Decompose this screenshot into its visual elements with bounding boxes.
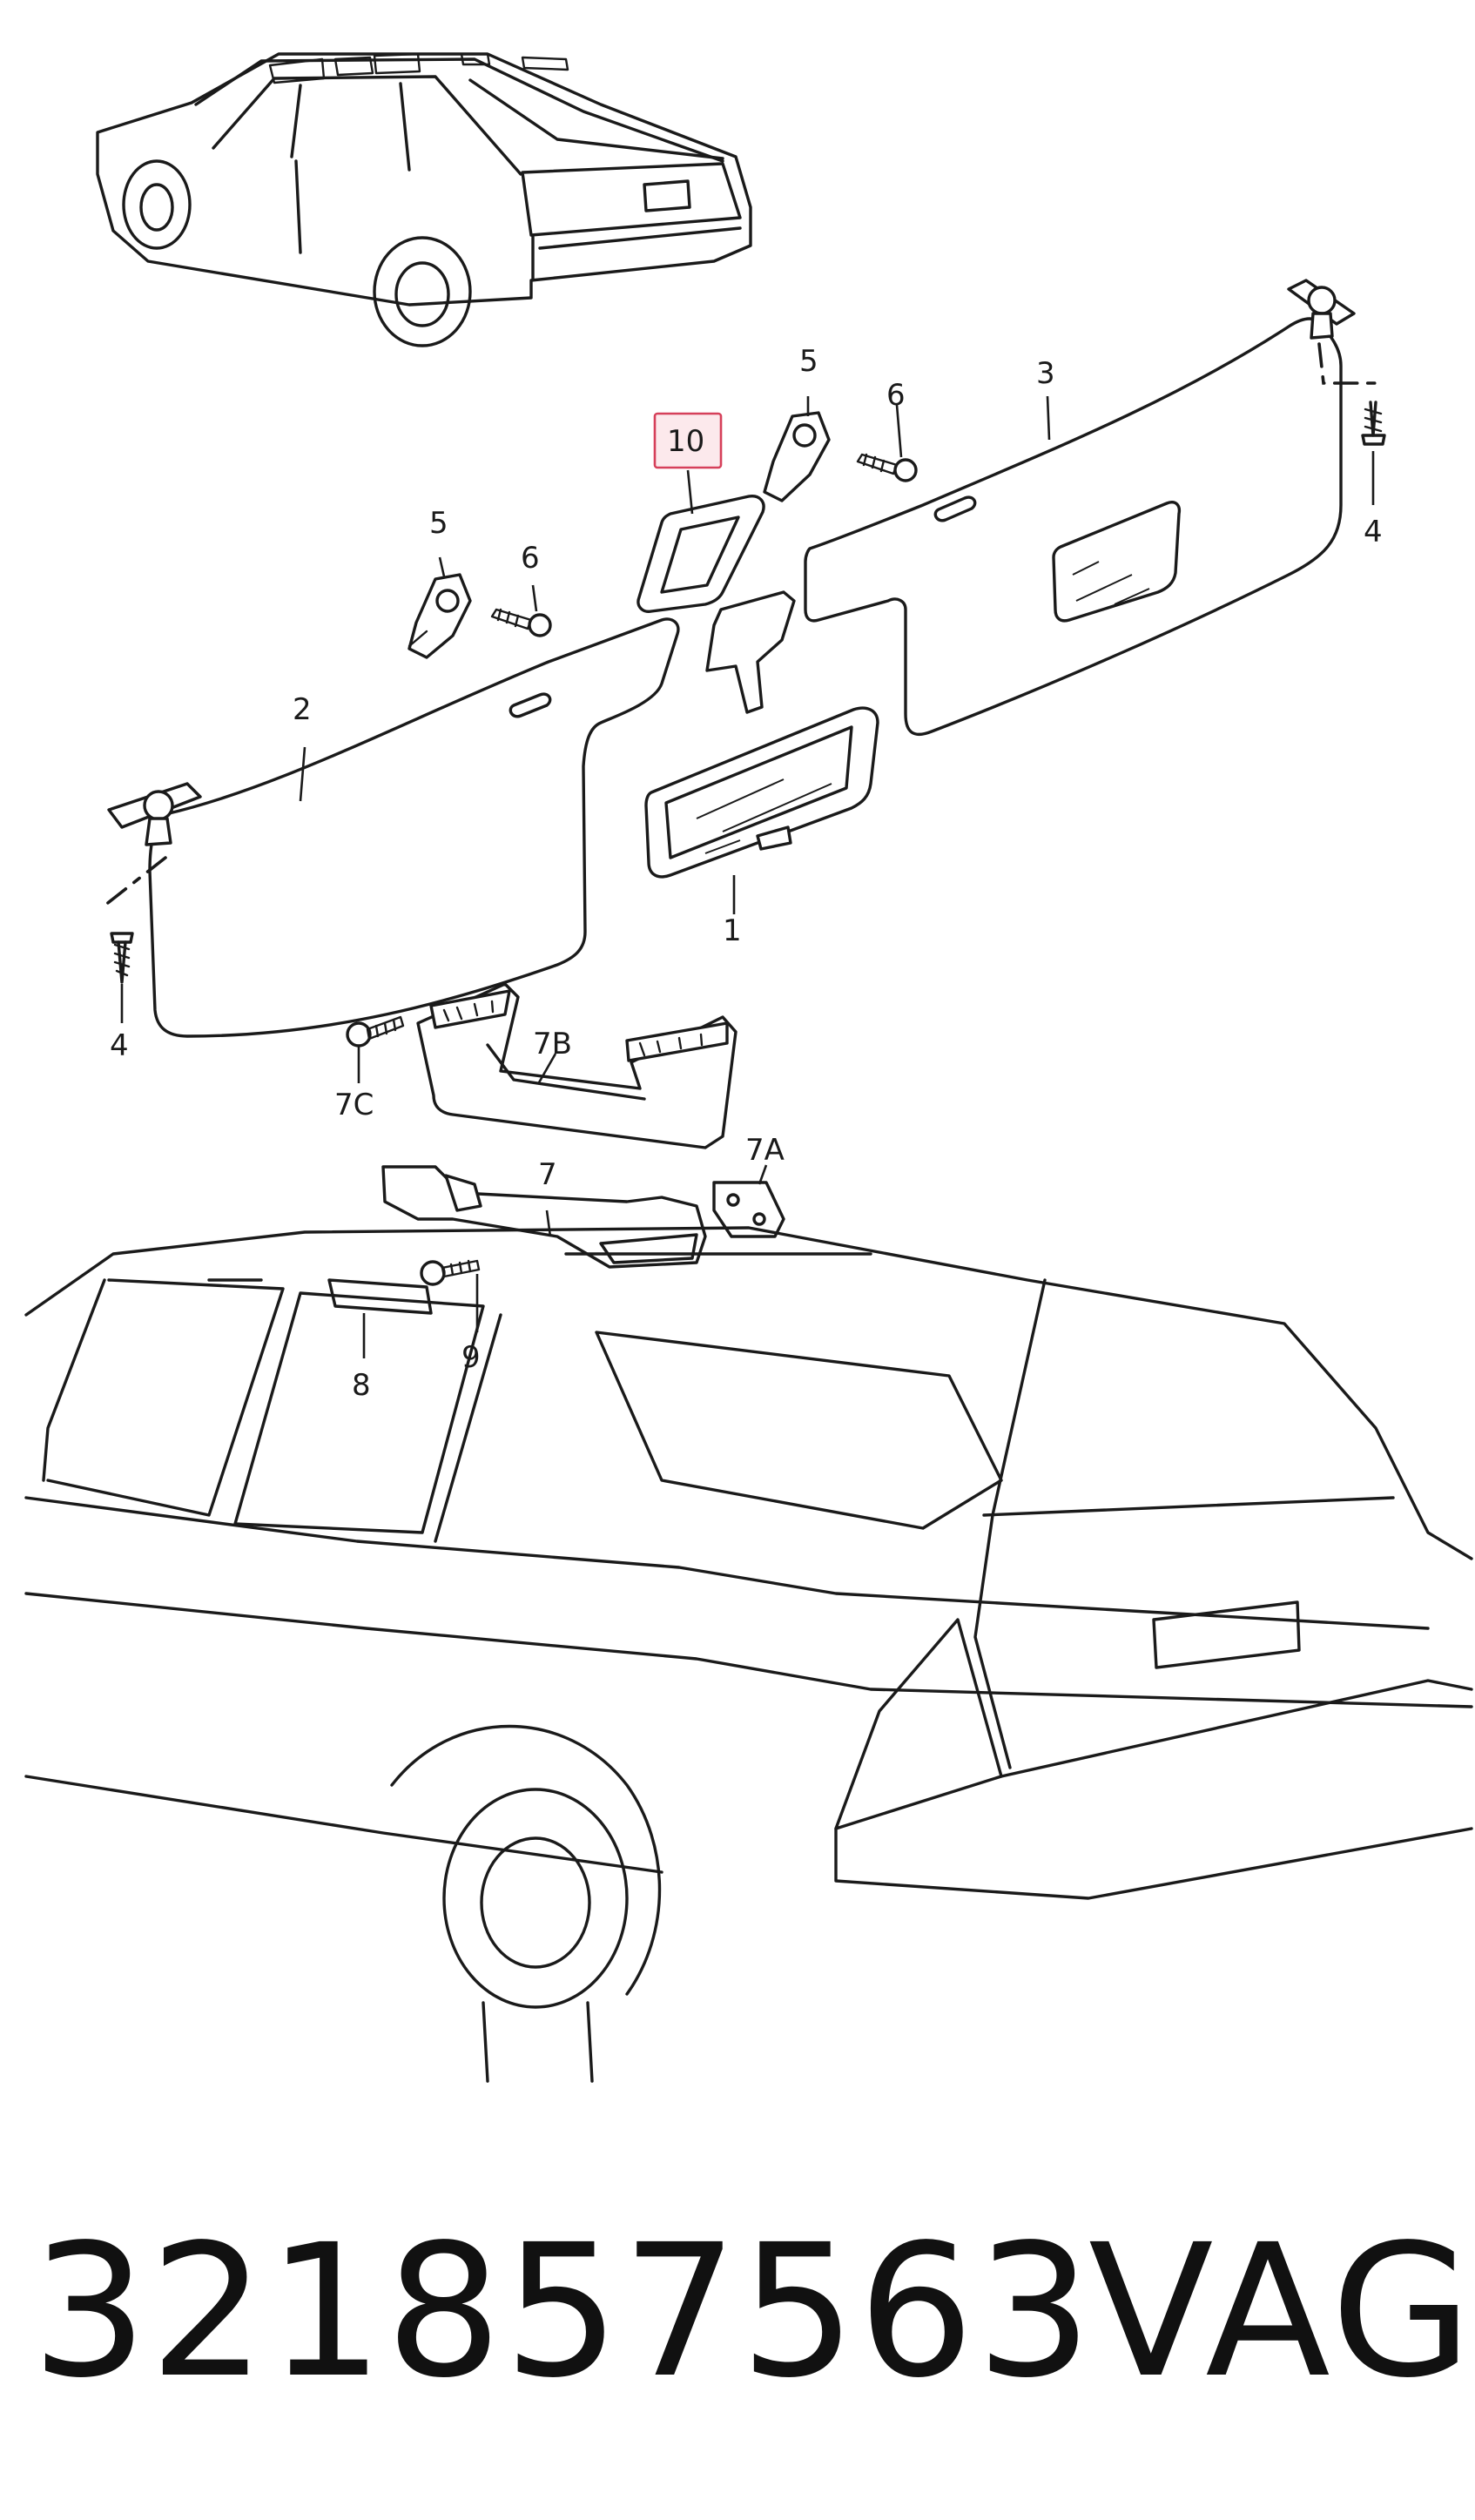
sun-visor-left [148, 617, 680, 1038]
sun-visor-right [804, 317, 1343, 737]
callout-8: 8 [352, 1368, 371, 1403]
screw-6-right [856, 453, 918, 482]
grab-handle-frame-7b [416, 982, 738, 1149]
callout-7a: 7A [745, 1133, 785, 1168]
callout-5-right: 5 [799, 344, 818, 379]
callout-5-left: 5 [429, 506, 448, 541]
callout-10: 10 [667, 424, 704, 459]
screw-9 [420, 1259, 481, 1286]
screw-6-left [490, 608, 552, 637]
callout-4-left: 4 [110, 1028, 129, 1063]
cap-8 [327, 1278, 433, 1315]
screw-4-left [110, 932, 134, 984]
screw-4-right [1361, 401, 1386, 446]
callout-7b: 7B [533, 1027, 572, 1061]
callout-4-right: 4 [1364, 515, 1383, 549]
small-car-illustration [96, 52, 752, 347]
callout-7c: 7C [334, 1088, 374, 1122]
end-cap-7a [712, 1181, 785, 1238]
callout-1: 1 [723, 913, 742, 948]
callout-labels: 2 3 4 4 5 5 6 6 1 7 7A 7B 7C 8 9 10 [110, 344, 1383, 1403]
mirror-cover-10 [636, 495, 765, 613]
rear-view-mirror-1 [644, 590, 879, 879]
brand-name: VAG [1088, 2205, 1475, 2418]
grab-handle-7 [381, 1165, 707, 1269]
visor-clip-left [407, 573, 472, 659]
part-number: 321857563 [31, 2205, 1094, 2418]
screw-7c [346, 1015, 405, 1048]
callout-3: 3 [1036, 356, 1055, 391]
callout-2: 2 [293, 692, 312, 727]
visor-hinge-left [107, 782, 202, 846]
large-car-illustration [24, 1226, 1473, 2083]
callout-9: 9 [461, 1340, 481, 1375]
highlight-box-10 [653, 412, 723, 469]
callout-7: 7 [538, 1157, 557, 1192]
callout-6-right: 6 [886, 378, 906, 413]
visor-clip-right [763, 411, 831, 502]
visor-hinge-right [1287, 279, 1356, 340]
callout-6-left: 6 [521, 541, 540, 576]
leader-lines [120, 395, 1375, 1358]
